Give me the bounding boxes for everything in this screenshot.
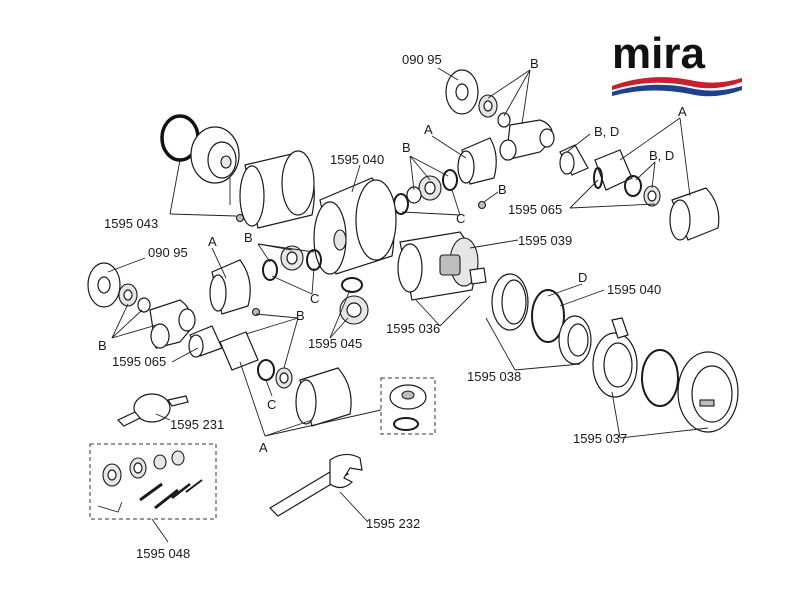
dashed-box-spacer [380,377,436,435]
label-b-left-mid: B [244,230,253,245]
part-wall-plate-left [87,262,121,308]
part-ring-1595038b [558,315,592,365]
logo-text: mira [612,29,705,78]
label-1595-232: 1595 232 [366,516,420,531]
label-b-top: B [530,56,539,71]
label-1595-039: 1595 039 [518,233,572,248]
mira-logo: mira [612,29,742,97]
part-nut-lower [275,367,293,389]
label-090-95-top: 090 95 [402,52,442,67]
dashed-box-fittings-kit [89,443,217,520]
part-clip-1595231 [116,393,189,427]
part-spacer-oring [393,417,419,431]
label-090-95-left: 090 95 [148,245,188,260]
part-shroud-right [669,187,720,241]
part-body-sleeve [239,150,315,229]
label-1595-048: 1595 048 [136,546,190,561]
callout-labels: 090 95 B A B B, D A B, D B 1595 065 C 15… [98,52,687,561]
label-1595-043: 1595 043 [104,216,158,231]
part-oring-right [624,175,642,197]
part-shroud-mid [457,137,497,185]
label-1595-045: 1595 045 [308,336,362,351]
part-nut-left-mid [280,245,304,271]
part-kit-screws [139,479,203,510]
part-ring-1595038a [491,273,529,331]
part-nut-left [118,283,138,307]
leader-lines [107,67,709,543]
part-oring-mid [442,169,458,191]
label-b-mid: B [402,140,411,155]
part-nut-right [643,185,661,207]
part-ring-1595040b [531,289,565,343]
part-elbow-left [149,299,196,349]
part-shroud-lower [295,367,352,427]
label-a-bottom: A [259,440,268,455]
part-wall-plate-top [445,69,479,115]
part-nut-mid [418,175,442,201]
label-d-right: D [578,270,587,285]
part-cartridge-1595036 [397,231,487,301]
label-1595-231: 1595 231 [170,417,224,432]
label-b-lower: B [296,308,305,323]
part-oring-lower [257,359,275,381]
part-spacer [389,384,427,410]
label-a-top-mid: A [424,122,433,137]
label-b-small: B [498,182,507,197]
label-c-left: C [310,291,319,306]
part-cover-1595037 [677,351,739,433]
label-1595-065-top: 1595 065 [508,202,562,217]
part-clip-lower [219,331,259,371]
part-shroud-left [209,259,251,315]
label-1595-037: 1595 037 [573,431,627,446]
part-clip-right [593,149,633,191]
part-tube-lower [188,325,223,358]
part-kit-hex-key [97,501,123,513]
part-olive-top [497,112,511,128]
part-nut-top [478,94,498,118]
label-b-left: B [98,338,107,353]
part-cap-1595043 [190,126,240,184]
part-elbow-top [499,119,555,161]
part-ring-1595037a [641,349,679,407]
label-1595-040-top: 1595 040 [330,152,384,167]
label-a-right-top: A [678,104,687,119]
label-c-lower: C [267,397,276,412]
logo-wave-red [612,77,742,90]
label-b-d-right: B, D [649,148,674,163]
label-1595-065-left: 1595 065 [112,354,166,369]
part-screw-small [477,200,487,210]
part-tube-right [559,144,589,176]
part-dial-plate [592,317,638,398]
part-main-body-1595040 [313,177,397,275]
part-olive-left [137,297,151,313]
label-1595-038: 1595 038 [467,369,521,384]
part-kit-nuts [102,450,185,487]
label-1595-036: 1595 036 [386,321,440,336]
label-b-d-top: B, D [594,124,619,139]
part-oring-left-mid [262,259,278,281]
part-screw-1595043 [235,213,245,223]
label-c-mid: C [456,211,465,226]
label-a-left: A [208,234,217,249]
label-1595-040-right: 1595 040 [607,282,661,297]
logo-wave-blue [612,84,742,97]
part-spanner-1595232 [269,453,363,517]
part-check-valve-1595045 [339,277,369,325]
